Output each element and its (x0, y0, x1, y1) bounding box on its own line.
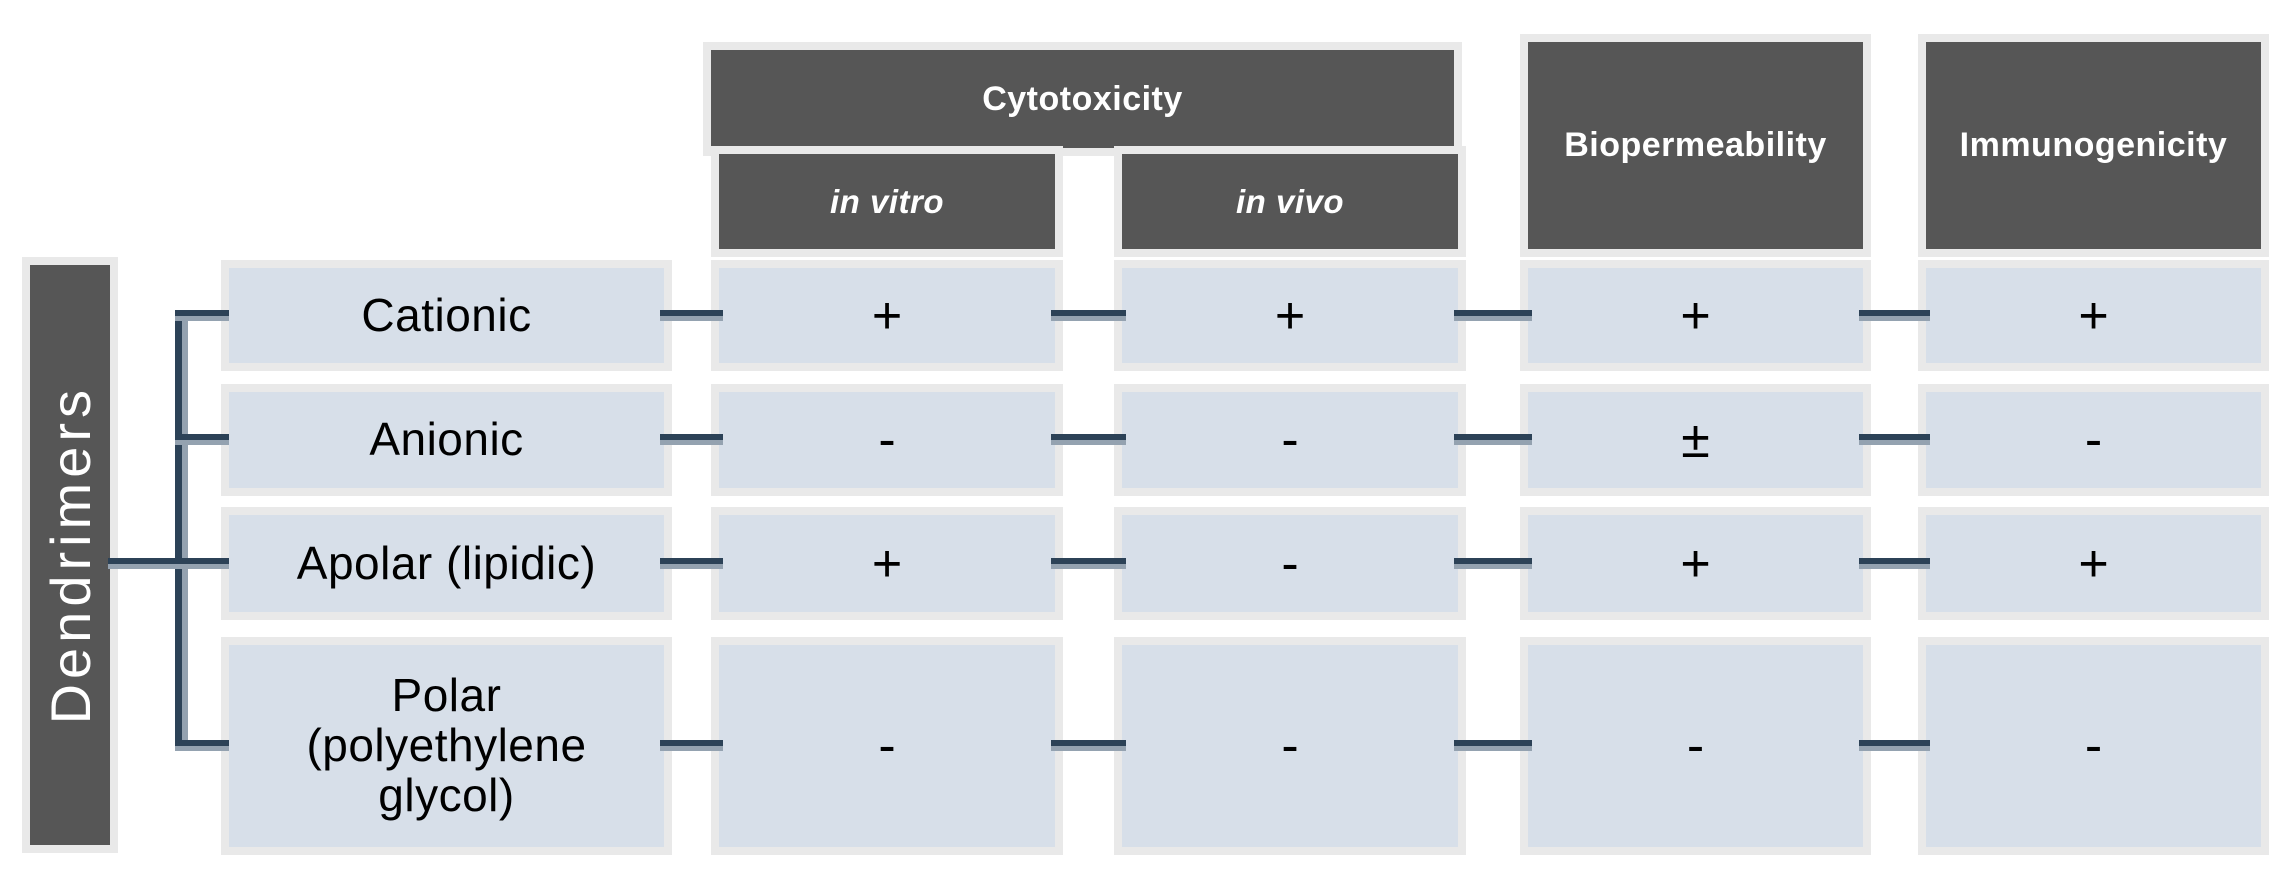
cell-value: - (1281, 411, 1299, 469)
connector-row1-seg4 (1859, 310, 1930, 321)
cell-value: - (1281, 534, 1299, 593)
row-label-anionic-text: Anionic (369, 413, 524, 466)
connector-row3-seg2 (1051, 558, 1126, 569)
tree-trunk-line (108, 558, 229, 569)
connector-row2-seg3 (1454, 434, 1532, 445)
cell-value: + (1680, 286, 1711, 345)
cell-value: + (2078, 534, 2109, 593)
cell-apolar-immunogenicity: + (1918, 507, 2269, 620)
cell-cationic-biopermeability: + (1520, 260, 1871, 371)
tree-spine-line (175, 310, 188, 751)
connector-row3-seg1 (660, 558, 723, 569)
row-label-anionic: Anionic (221, 384, 672, 496)
connector-row4-seg1 (660, 740, 723, 751)
cell-cationic-immunogenicity: + (1918, 260, 2269, 371)
cell-value: - (2084, 717, 2103, 775)
cell-apolar-in-vitro: + (711, 507, 1063, 620)
cell-anionic-in-vitro: - (711, 384, 1063, 496)
column-header-in-vivo-label: in vivo (1235, 182, 1345, 220)
column-header-immunogenicity: Immunogenicity (1918, 34, 2269, 257)
tree-stub-polar (175, 740, 229, 751)
row-label-cationic: Cationic (221, 260, 672, 371)
row-label-apolar: Apolar (lipidic) (221, 507, 672, 620)
cell-value: - (878, 717, 896, 775)
connector-row1-seg2 (1051, 310, 1126, 321)
row-label-polar-text: Polar (polyethylene glycol) (306, 669, 587, 821)
root-node-label: Dendrimers (38, 385, 102, 725)
cell-value: + (871, 534, 903, 593)
cell-value: - (878, 411, 896, 469)
row-label-polar: Polar (polyethylene glycol) (221, 637, 672, 855)
column-header-in-vitro-label: in vitro (829, 182, 944, 220)
root-node-dendrimers: Dendrimers (22, 257, 118, 853)
row-label-cationic-text: Cationic (361, 288, 532, 341)
column-header-biopermeability: Biopermeability (1520, 34, 1871, 257)
cell-cationic-in-vitro: + (711, 260, 1063, 371)
cell-value: + (1680, 534, 1711, 593)
connector-row2-seg2 (1051, 434, 1126, 445)
cell-apolar-in-vivo: - (1114, 507, 1466, 620)
connector-row1-seg1 (660, 310, 723, 321)
row-label-apolar-text: Apolar (lipidic) (296, 536, 597, 589)
column-header-immunogenicity-label: Immunogenicity (1959, 126, 2228, 164)
cell-polar-immunogenicity: - (1918, 637, 2269, 855)
cell-polar-in-vivo: - (1114, 637, 1466, 855)
cell-anionic-biopermeability: ± (1520, 384, 1871, 496)
cell-cationic-in-vivo: + (1114, 260, 1466, 371)
connector-row4-seg4 (1859, 740, 1930, 751)
column-header-cytotoxicity-label: Cytotoxicity (982, 79, 1183, 118)
cell-value: - (2084, 411, 2103, 469)
column-header-biopermeability-label: Biopermeability (1564, 126, 1827, 164)
connector-row1-seg3 (1454, 310, 1532, 321)
cell-anionic-immunogenicity: - (1918, 384, 2269, 496)
cell-value: - (1281, 717, 1299, 775)
cell-value: + (871, 286, 903, 345)
cell-value: + (2078, 286, 2109, 345)
cell-polar-biopermeability: - (1520, 637, 1871, 855)
connector-row4-seg2 (1051, 740, 1126, 751)
connector-row2-seg4 (1859, 434, 1930, 445)
cell-apolar-biopermeability: + (1520, 507, 1871, 620)
connector-row3-seg3 (1454, 558, 1532, 569)
column-header-cytotoxicity: Cytotoxicity (703, 42, 1462, 156)
cell-value: + (1274, 286, 1306, 345)
connector-row2-seg1 (660, 434, 723, 445)
cell-anionic-in-vivo: - (1114, 384, 1466, 496)
column-header-in-vitro: in vitro (711, 146, 1063, 257)
tree-stub-cationic (175, 310, 229, 321)
connector-row4-seg3 (1454, 740, 1532, 751)
connector-row3-seg4 (1859, 558, 1930, 569)
cell-polar-in-vitro: - (711, 637, 1063, 855)
column-header-in-vivo: in vivo (1114, 146, 1466, 257)
tree-stub-anionic (175, 434, 229, 445)
cell-value: - (1686, 717, 1705, 775)
cell-value: ± (1681, 411, 1710, 469)
